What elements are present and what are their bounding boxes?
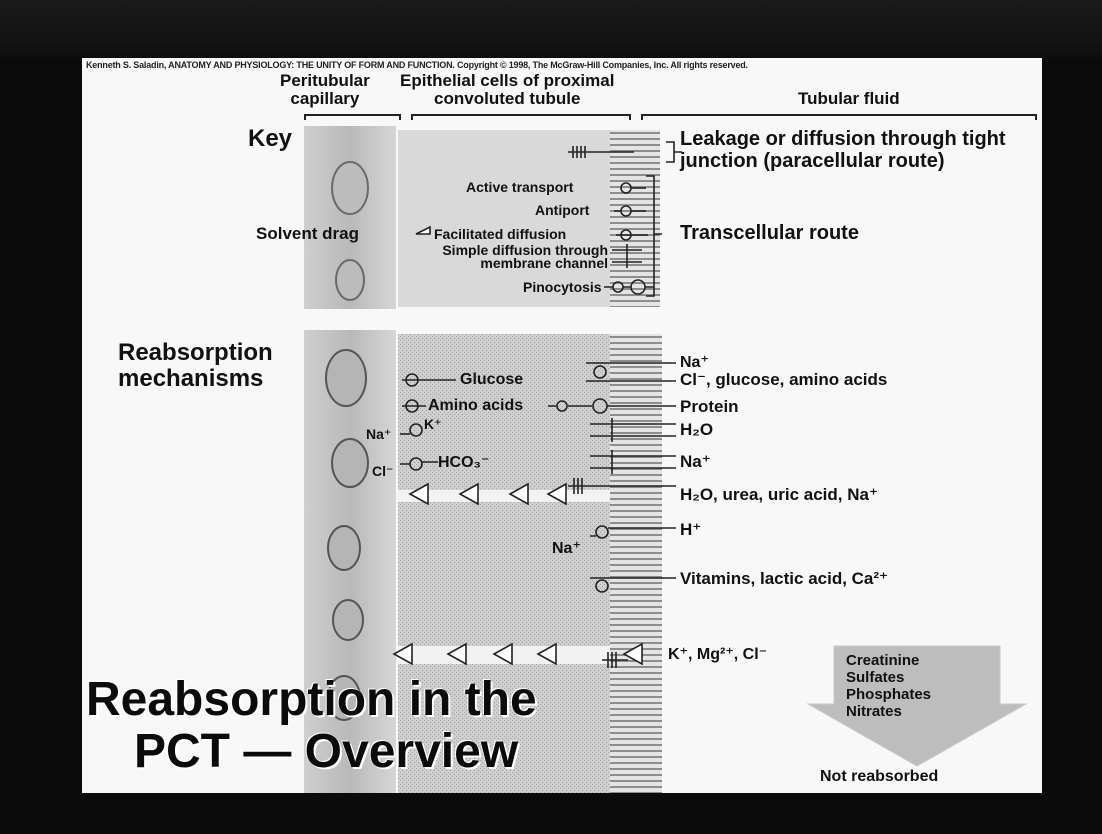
not-reabsorbed-item-1: Sulfates [846,669,931,686]
label-h2o-urea: H₂O, urea, uric acid, Na⁺ [680,485,878,505]
key-pinocytosis: Pinocytosis [523,279,602,295]
key-simple-diffusion: Simple diffusion through membrane channe… [430,244,608,270]
rbc-3 [328,526,360,570]
not-reabsorbed-item-2: Phosphates [846,686,931,703]
label-amino-acids: Amino acids [428,397,523,415]
not-reabsorbed-item-3: Nitrates [846,703,931,720]
label-na-3: Na⁺ [552,538,581,558]
reabsorption-title: Reabsorption mechanisms [118,340,273,392]
reabsorption-title-line2: mechanisms [118,366,273,392]
key-paracellular-line2: junction (paracellular route) [680,150,1006,172]
label-hco3: HCO₃⁻ [438,452,489,472]
label-k: K⁺ [424,416,442,433]
slide-title-line2: PCT — Overview [134,726,518,778]
label-na-apical: Na⁺ [680,352,709,372]
header-epithelial-line1: Epithelial cells of proximal [400,72,614,90]
microvilli-bottom [610,334,662,793]
not-reabsorbed-item-0: Creatinine [846,652,931,669]
not-reabsorbed-label: Not reabsorbed [820,768,938,786]
header-epithelial-line2: convoluted tubule [400,90,614,108]
key-paracellular-line1: Leakage or diffusion through tight [680,128,1006,150]
label-glucose: Glucose [460,371,523,389]
reabsorption-title-line1: Reabsorption [118,340,273,366]
rbc-top-2 [336,260,364,300]
copyright-line: Kenneth S. Saladin, ANATOMY AND PHYSIOLO… [86,60,748,70]
label-na-2: Na⁺ [680,452,711,472]
label-protein: Protein [680,397,739,417]
label-k-mg-cl: K⁺, Mg²⁺, Cl⁻ [668,644,767,664]
rbc-2 [332,439,368,487]
slide-title-line1: Reabsorption in the [86,674,537,726]
key-title: Key [248,126,292,152]
torn-edge [304,312,682,326]
label-cl-glucose-aa: Cl⁻, glucose, amino acids [680,370,887,390]
header-peritubular-line1: Peritubular [280,72,370,90]
header-peritubular: Peritubular capillary [280,72,370,108]
header-tubular-fluid: Tubular fluid [798,90,900,108]
key-paracellular-label: Leakage or diffusion through tight junct… [680,128,1006,172]
slide-frame-top [0,0,1102,58]
bracket-epithelial [412,115,630,120]
bracket-tubular [642,115,1036,120]
rbc-top-1 [332,162,368,214]
header-peritubular-line2: capillary [280,90,370,108]
key-active-transport: Active transport [466,179,573,195]
label-h: H⁺ [680,520,701,540]
slide: Kenneth S. Saladin, ANATOMY AND PHYSIOLO… [82,58,1042,793]
key-transcellular-route: Transcellular route [680,222,859,245]
label-cl-basolateral: Cl⁻ [372,463,393,480]
bracket-peritubular [305,115,400,120]
rbc-1 [326,350,366,406]
label-vitamins: Vitamins, lactic acid, Ca²⁺ [680,569,888,589]
label-na-basolateral: Na⁺ [366,426,391,443]
rbc-4 [333,600,363,640]
header-brackets [305,115,1036,120]
header-epithelial: Epithelial cells of proximal convoluted … [400,72,614,108]
key-facilitated-diffusion: Facilitated diffusion [434,226,566,242]
key-antiport: Antiport [535,202,589,218]
label-h2o: H₂O [680,420,713,440]
not-reabsorbed-list: Creatinine Sulfates Phosphates Nitrates [846,652,931,720]
key-simple-diffusion-line2: membrane channel [430,257,608,270]
key-solvent-drag: Solvent drag [256,224,359,244]
